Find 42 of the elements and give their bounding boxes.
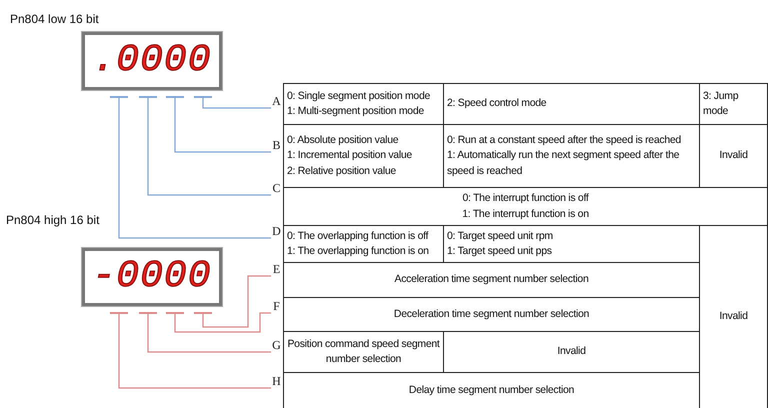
leader-line: [174, 312, 271, 333]
cell-text: 0: The interrupt function is off: [462, 191, 588, 206]
cell-text: 1: Multi-segment position mode: [287, 104, 424, 119]
leader-line: [174, 98, 271, 153]
cell-text: 2: Speed control mode: [447, 96, 546, 112]
cell-text: Deceleration time segment number selection: [394, 306, 590, 322]
leader-line: [147, 314, 271, 353]
cell-text: 1: Target speed unit pps: [447, 244, 552, 259]
display-digits: .0000: [92, 42, 212, 80]
leader-line: [202, 98, 271, 109]
cell-text: 0: Target speed unit rpm: [447, 228, 553, 244]
leader-line: [202, 275, 271, 328]
cell-text: 0: Absolute position value: [287, 133, 398, 148]
leader-line: [118, 314, 271, 389]
cell-text: 0: Single segment position mode: [287, 88, 430, 104]
cell-text: Acceleration time segment number selection: [394, 272, 588, 288]
display-caption: Pn804 low 16 bit: [10, 12, 99, 26]
cell-text: Invalid: [719, 148, 748, 164]
row-letter: B: [271, 139, 282, 152]
row-letter: H: [271, 375, 282, 388]
cell-text: Invalid: [719, 309, 748, 324]
display-caption: Pn804 high 16 bit: [6, 213, 100, 227]
cell-text: 2: Relative position value: [287, 164, 396, 179]
row-letter: E: [271, 263, 282, 276]
display-digits: -0000: [92, 258, 212, 296]
cell-text: Invalid: [557, 344, 586, 360]
row-letter: C: [271, 182, 282, 195]
leader-line: [118, 98, 271, 239]
row-letter: G: [271, 339, 282, 352]
cell-text: 0: The overlapping function is off: [287, 228, 428, 244]
row-letter: D: [271, 225, 282, 238]
cell-text: Delay time segment number selection: [408, 382, 574, 398]
cell-text: 0: Run at a constant speed after the speed is reached: [447, 133, 681, 148]
cell-text: Position command speed segment number selection: [287, 336, 440, 367]
cell-text: 1: The overlapping function is on: [287, 244, 429, 259]
leader-line: [147, 98, 271, 196]
row-letter: F: [271, 300, 282, 313]
cell-text: 1: Automatically run the next segment speed after the speed is reached: [447, 148, 680, 179]
cell-text: 1: Incremental position value: [287, 148, 412, 164]
row-letter: A: [271, 95, 282, 108]
cell-text: 3: Jump mode: [703, 88, 740, 119]
cell-text: 1: The interrupt function is on: [462, 206, 589, 222]
